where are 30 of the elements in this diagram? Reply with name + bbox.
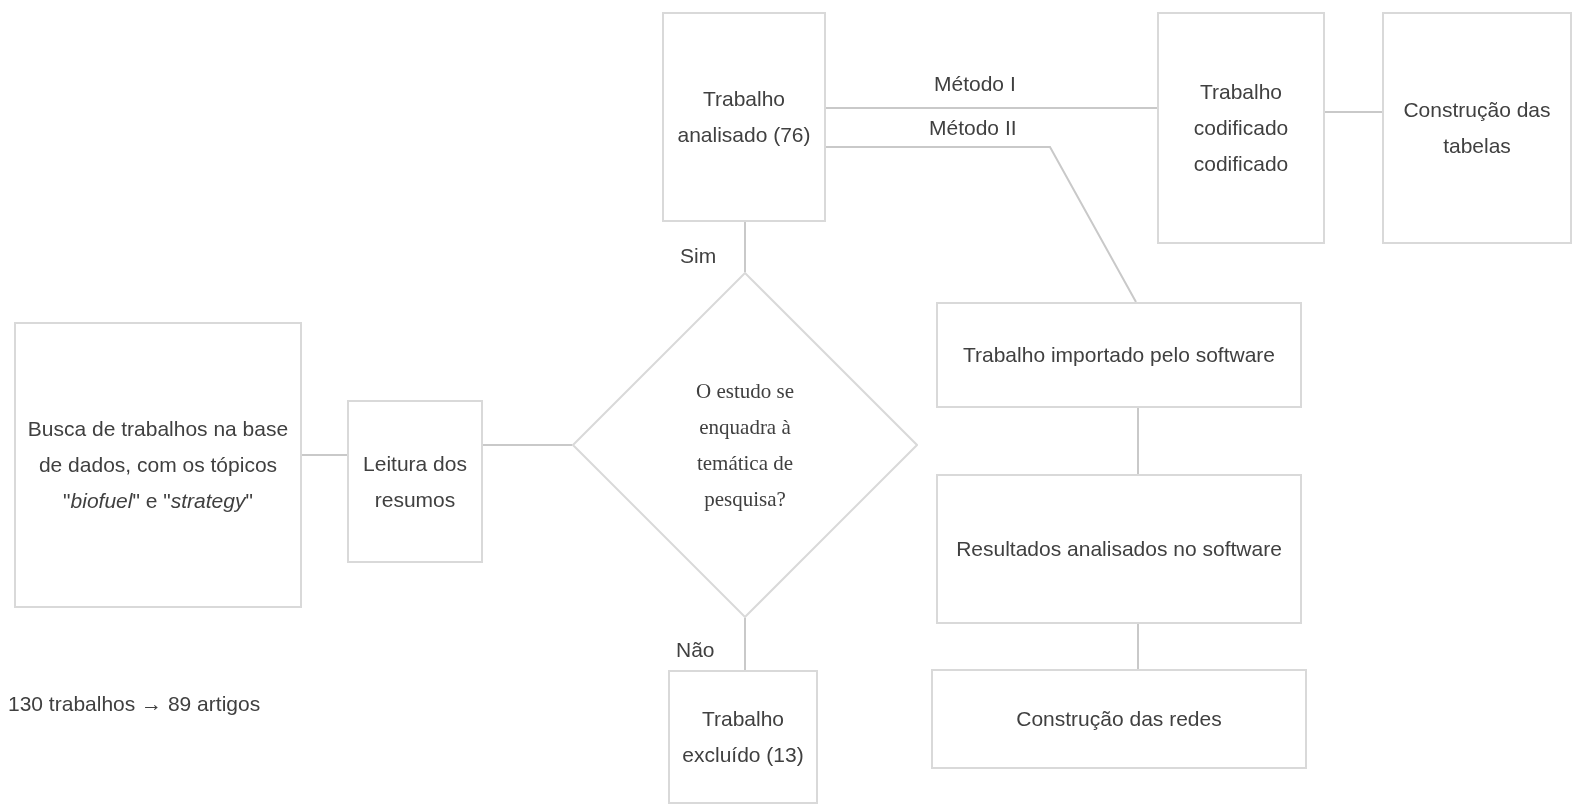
process-box	[1157, 12, 1325, 244]
connector-line	[301, 454, 348, 456]
node-text: Trabalho analisado (76)	[676, 86, 812, 148]
node-text: Trabalho importado pelo software	[962, 342, 1276, 368]
process-box	[347, 400, 483, 563]
node-text: Busca de trabalhos na base de dados, com os tópicos "biofuel" e "strategy"	[26, 416, 290, 514]
node-text: Leitura dos resumos	[362, 450, 468, 513]
process-box	[936, 302, 1302, 408]
connector-line	[1137, 407, 1139, 475]
node-text: Trabalho codificado codificado	[1192, 79, 1290, 177]
decision-diamond	[572, 272, 918, 618]
node-text: Resultados analisados no software	[956, 536, 1282, 562]
connector-line	[482, 444, 573, 446]
process-box	[668, 670, 818, 804]
process-box	[936, 474, 1302, 624]
node-text: Construção das redes	[1016, 706, 1222, 732]
process-box	[14, 322, 302, 608]
connector-line	[1324, 111, 1383, 113]
connector-line	[825, 146, 1137, 303]
node-text: Construção das tabelas	[1402, 97, 1552, 159]
process-box	[931, 669, 1307, 769]
note-text: 130 trabalhos → 89 artigos	[8, 691, 261, 717]
node-text: Trabalho excluído (13)	[681, 706, 805, 768]
connector-line	[744, 617, 746, 671]
process-box	[1382, 12, 1572, 244]
connector-line	[825, 107, 1158, 109]
process-box	[662, 12, 826, 222]
connector-line	[1137, 623, 1139, 670]
node-text: O estudo se enquadra à temática de pesquisa?	[695, 378, 795, 513]
connector-line	[744, 221, 746, 273]
